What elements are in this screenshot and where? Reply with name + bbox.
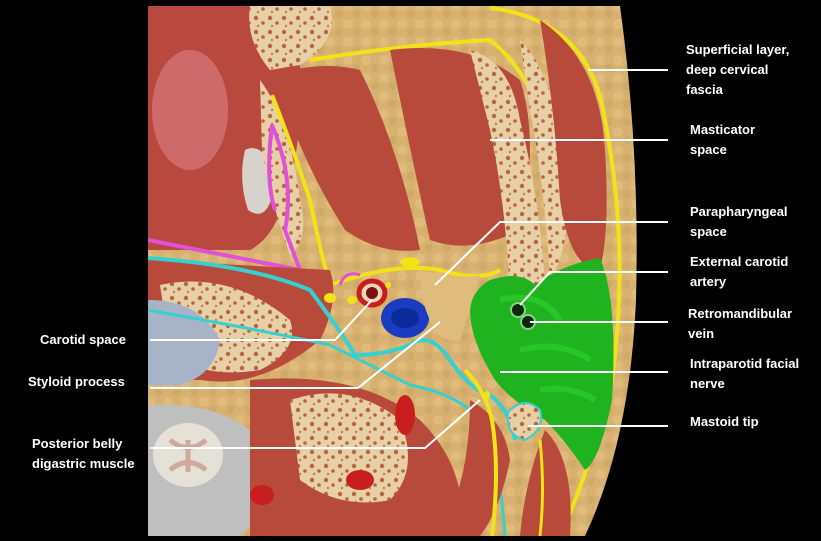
label-digastric-muscle: Posterior belly digastric muscle xyxy=(32,434,135,474)
external-carotid-artery-mark xyxy=(511,303,525,317)
vertebral-artery xyxy=(395,395,415,435)
vertebral-artery-2 xyxy=(346,470,374,490)
label-parapharyngeal-space: Parapharyngeal space xyxy=(690,202,788,242)
label-carotid-space: Carotid space xyxy=(40,330,126,350)
epidural-vein xyxy=(250,485,274,505)
nerve-yellow-2 xyxy=(347,296,357,304)
label-mastoid-tip: Mastoid tip xyxy=(690,412,759,432)
oral-cavity xyxy=(152,50,228,170)
label-superficial-fascia: Superficial layer, deep cervical fascia xyxy=(686,40,789,100)
label-styloid-process: Styloid process xyxy=(28,372,125,392)
label-intraparotid-facial-nerve: Intraparotid facial nerve xyxy=(690,354,799,394)
label-external-carotid-artery: External carotid artery xyxy=(690,252,788,292)
label-retromandibular-vein: Retromandibular vein xyxy=(688,304,792,344)
label-masticator-space: Masticator space xyxy=(690,120,755,160)
